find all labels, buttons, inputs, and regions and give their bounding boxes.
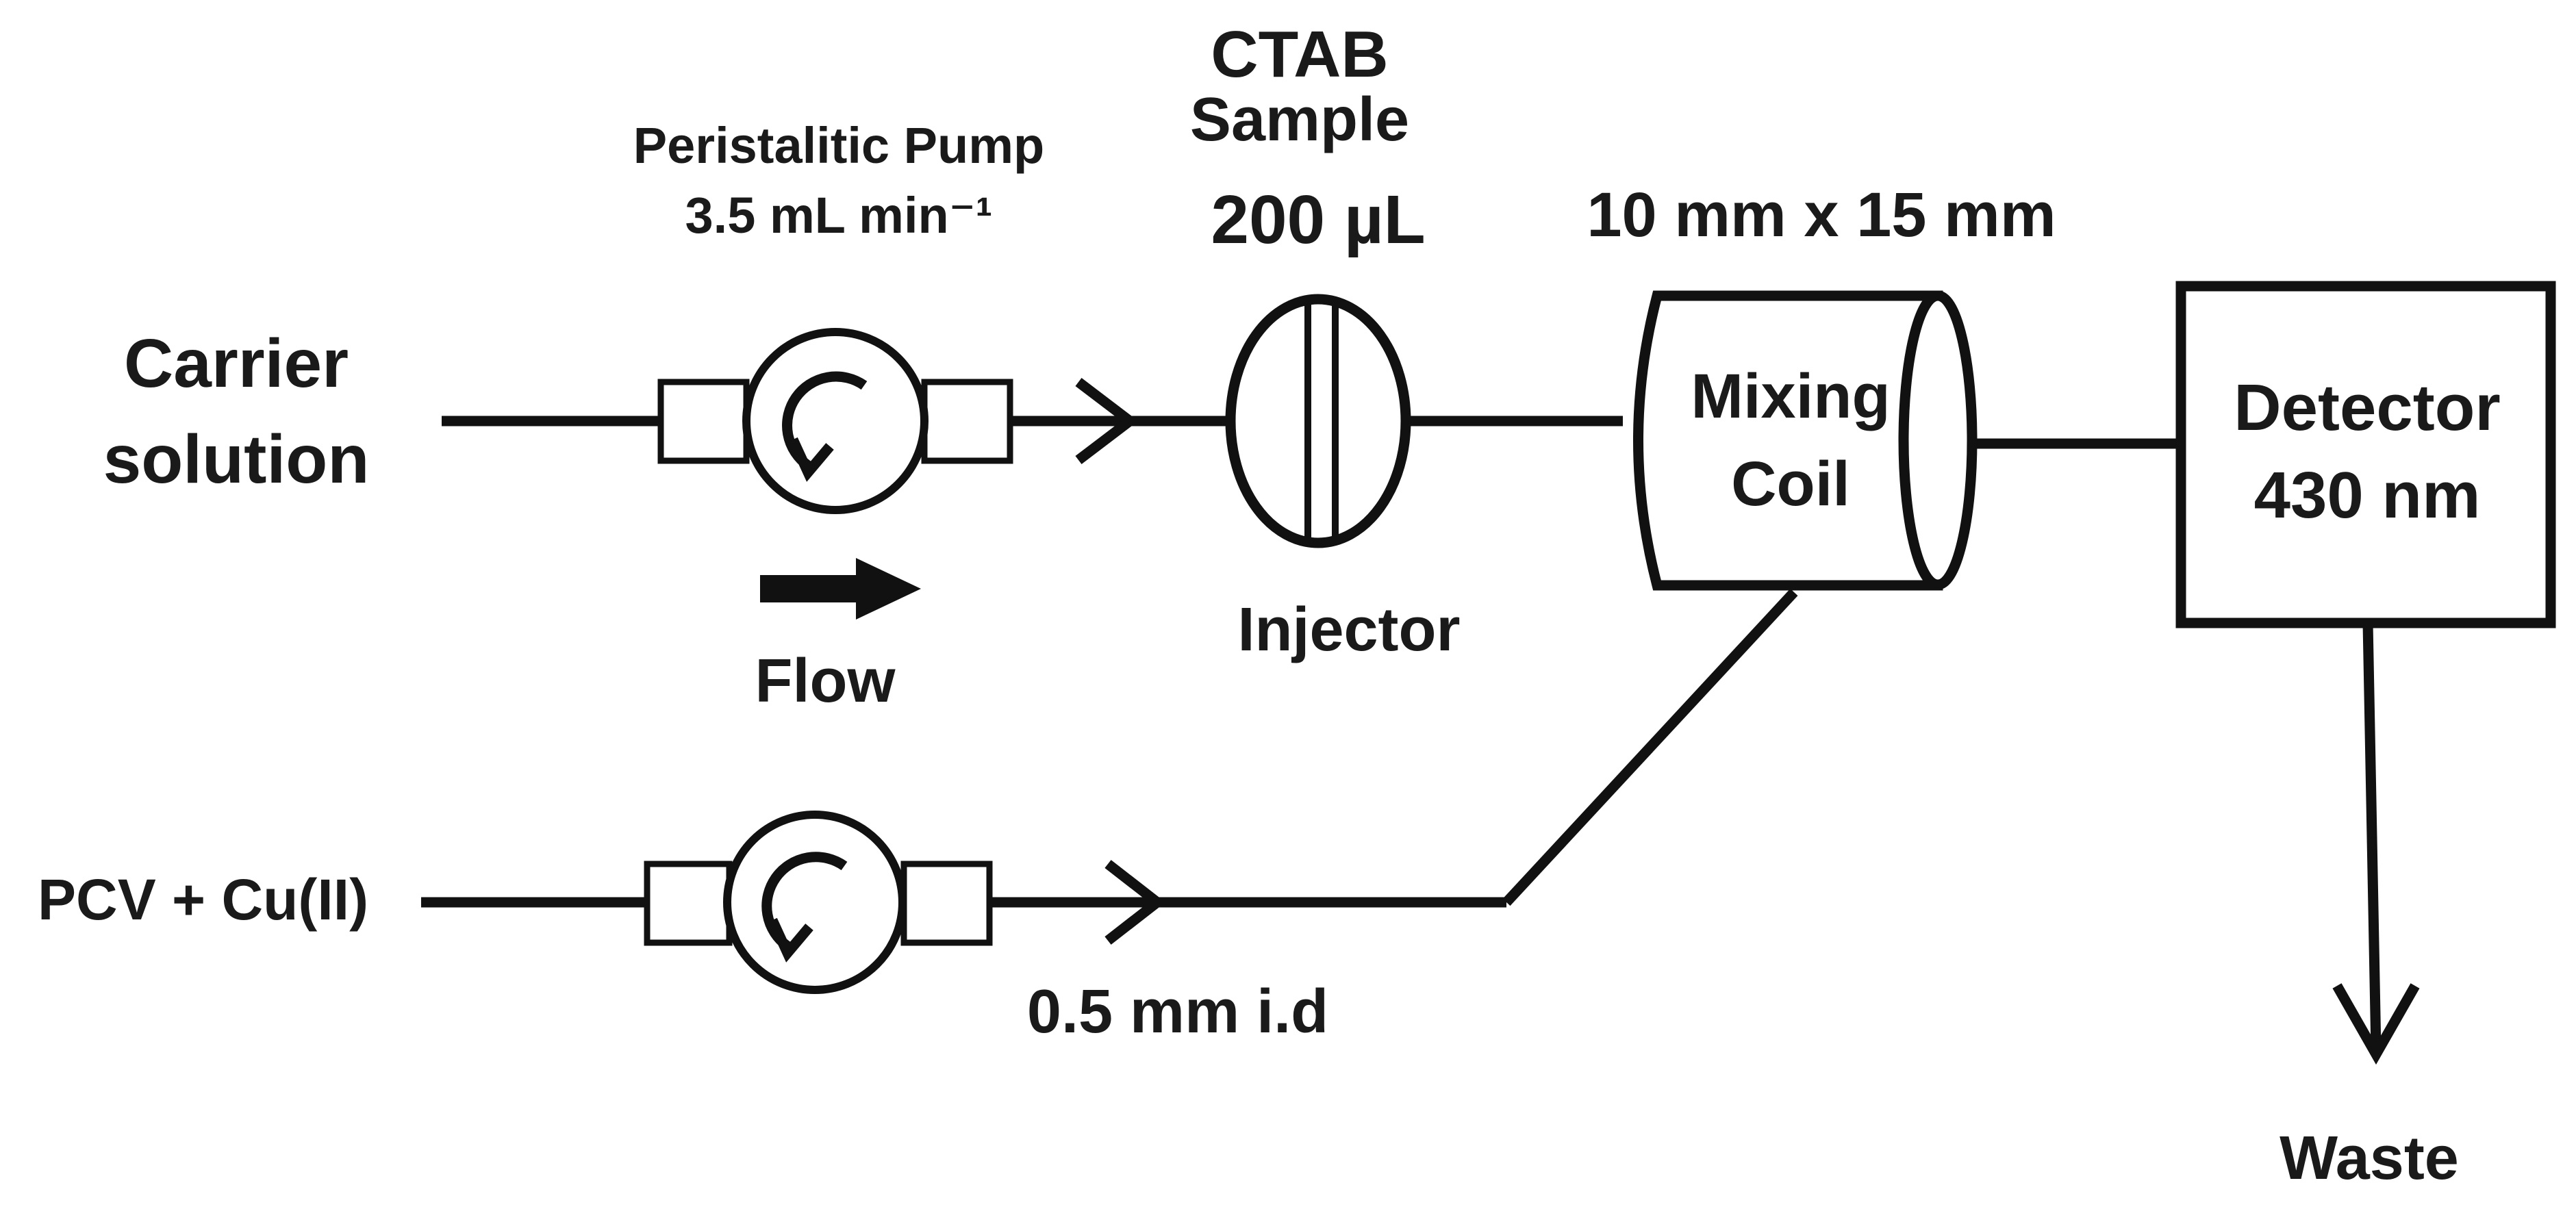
waste-label: Waste <box>2280 1124 2459 1193</box>
sample-volume-label: 200 µL <box>1211 181 1425 258</box>
pump2-rotor-housing <box>723 811 907 994</box>
reagent-to-coil-line <box>1502 588 1798 906</box>
pump-rate-label: 3.5 mL min⁻¹ <box>685 187 993 244</box>
injector-body <box>1225 294 1411 548</box>
coil-dimensions-label: 10 mm x 15 mm <box>1587 180 2056 250</box>
detector-label-line2: 430 nm <box>2254 459 2481 532</box>
mixing-coil-end-cap <box>1898 290 1978 590</box>
injector-valve <box>1225 294 1411 548</box>
coil-label-line2: Coil <box>1731 449 1850 519</box>
detector-label-line1: Detector <box>2234 371 2500 444</box>
pump1-rotation-arrowhead <box>788 437 834 482</box>
sample-name-line2: Sample <box>1190 86 1409 154</box>
injector-label: Injector <box>1237 596 1460 664</box>
pump1-rotor-housing <box>742 328 929 514</box>
pump2-right-connector <box>900 861 993 946</box>
pump2-rotation-arrowhead <box>768 917 813 963</box>
flow-label: Flow <box>755 647 896 715</box>
peristaltic-pump-2 <box>644 811 993 994</box>
peristaltic-pump-1 <box>657 328 1013 514</box>
tubing-diameter-label: 0.5 mm i.d <box>1027 978 1328 1046</box>
pump2-left-connector <box>644 861 733 946</box>
pump1-left-connector <box>657 379 750 464</box>
mixing-coil <box>1633 290 1978 591</box>
flow-arrow-head-2 <box>1104 860 1166 945</box>
waste-arrow-head <box>2332 983 2420 1065</box>
pump1-right-connector <box>921 379 1013 464</box>
flow-arrow-head-1 <box>1075 378 1139 464</box>
pump-name-label: Peristalitic Pump <box>633 117 1044 174</box>
mixing-coil-body <box>1633 290 1943 591</box>
waste-line <box>2362 622 2382 1052</box>
carrier-label-line2: solution <box>103 421 370 498</box>
detector-box <box>2175 281 2556 628</box>
sample-name-line1: CTAB <box>1211 18 1389 91</box>
carrier-label-line1: Carrier <box>124 325 349 402</box>
flow-direction-arrow <box>760 558 921 620</box>
coil-label-line1: Mixing <box>1691 361 1890 431</box>
reagent-label: PCV + Cu(II) <box>38 867 368 932</box>
